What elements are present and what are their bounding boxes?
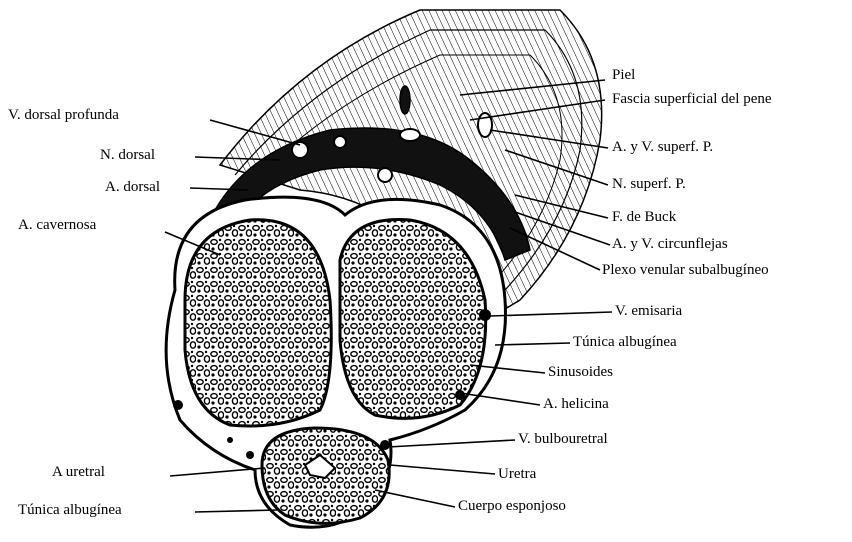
label-a-v-superf: A. y V. superf. P. [612,140,713,155]
label-n-dorsal: N. dorsal [100,148,155,163]
corpus-cavernosum-right [340,220,486,419]
label-sinusoides: Sinusoides [548,365,613,380]
label-uretra: Uretra [498,467,536,482]
label-plexo-venular: Plexo venular subalbugíneo [602,263,769,278]
label-a-uretral: A uretral [52,465,105,480]
label-tunica-albuginea-left: Túnica albugínea [18,503,122,518]
label-piel: Piel [612,68,635,83]
label-tunica-albuginea-right: Túnica albugínea [573,335,677,350]
label-v-bulbouretral: V. bulbouretral [518,432,608,447]
label-a-v-circunflejas: A. y V. circunflejas [612,237,728,252]
label-v-emisaria: V. emisaria [615,304,682,319]
label-a-dorsal: A. dorsal [105,180,160,195]
corpus-cavernosum-left [185,220,331,426]
label-v-dorsal-profunda: V. dorsal profunda [8,108,119,123]
label-a-cavernosa: A. cavernosa [18,218,96,233]
label-f-buck: F. de Buck [612,210,676,225]
label-a-helicina: A. helicina [543,397,609,412]
label-cuerpo-esponjoso: Cuerpo esponjoso [458,499,566,514]
label-fascia-superficial: Fascia superficial del pene [612,92,772,107]
label-n-superf: N. superf. P. [612,177,686,192]
